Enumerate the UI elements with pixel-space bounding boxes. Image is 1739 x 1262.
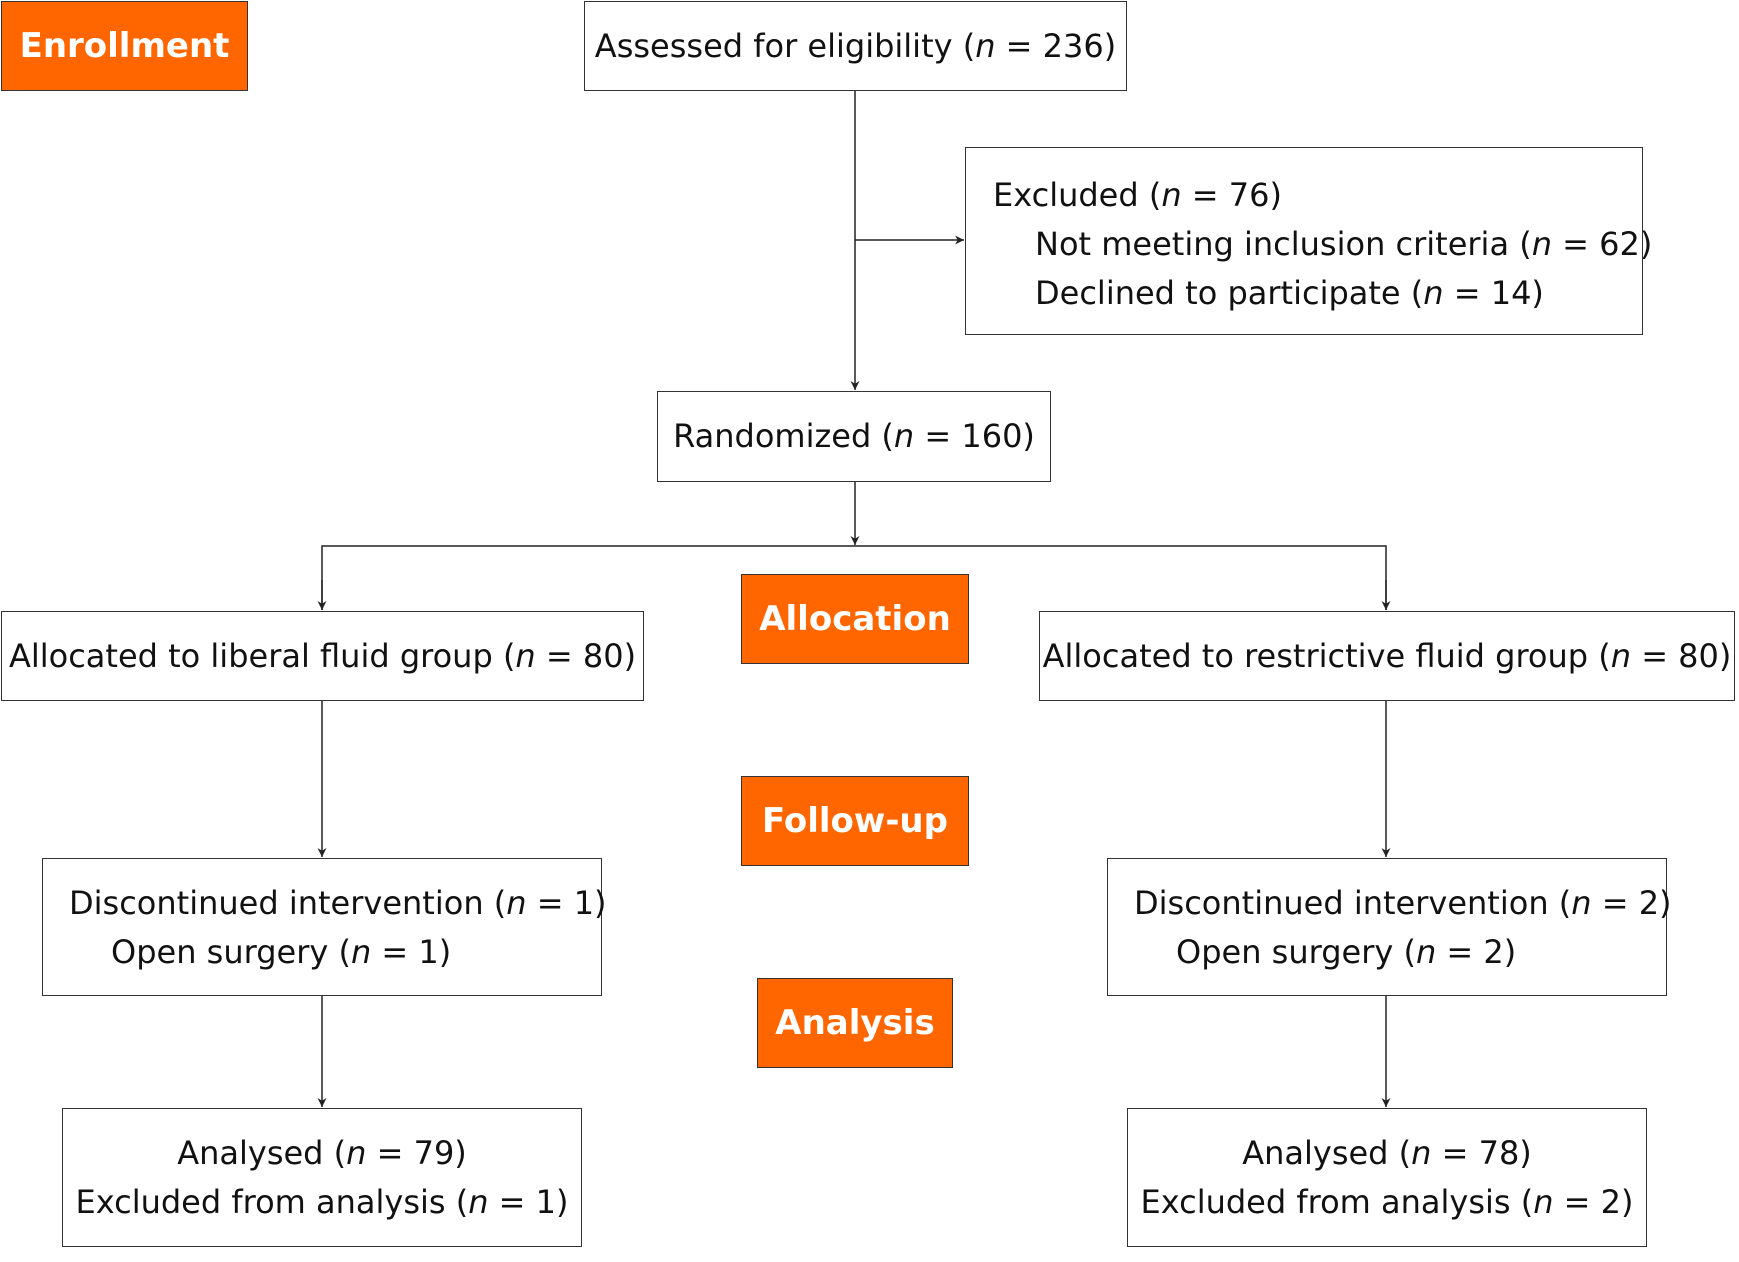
restrictive-excluded-analysis-text: Excluded from analysis (n = 2)	[1140, 1182, 1634, 1221]
liberal-open-surgery-text: Open surgery (n = 1)	[111, 933, 452, 971]
liberal-discontinued-box: Discontinued intervention (n = 1) Open s…	[42, 858, 607, 996]
stage-analysis: Analysis	[757, 978, 953, 1068]
stage-follow-up: Follow-up	[741, 776, 969, 866]
randomized-box: Randomized (n = 160)	[657, 391, 1051, 482]
liberal-excluded-analysis-text: Excluded from analysis (n = 1)	[75, 1182, 569, 1221]
liberal-discontinued-text: Discontinued intervention (n = 1)	[69, 884, 607, 922]
restrictive-analysed-box: Analysed (n = 78) Excluded from analysis…	[1127, 1108, 1647, 1247]
restrictive-discontinued-box: Discontinued intervention (n = 2) Open s…	[1107, 858, 1672, 996]
excluded-box: Excluded (n = 76) Not meeting inclusion …	[965, 147, 1653, 335]
assessed-text: Assessed for eligibility (n = 236)	[594, 26, 1117, 65]
restrictive-discontinued-text: Discontinued intervention (n = 2)	[1134, 884, 1672, 922]
liberal-analysed-box: Analysed (n = 79) Excluded from analysis…	[62, 1108, 582, 1247]
liberal-analysed-text: Analysed (n = 79)	[177, 1133, 467, 1172]
liberal-allocated-box: Allocated to liberal fluid group (n = 80…	[1, 611, 644, 701]
stage-enrollment: Enrollment	[1, 1, 248, 91]
restrictive-allocated-box: Allocated to restrictive fluid group (n …	[1039, 611, 1735, 701]
stage-allocation: Allocation	[741, 574, 969, 664]
restrictive-allocated-text: Allocated to restrictive fluid group (n …	[1042, 636, 1732, 675]
restrictive-open-surgery-text: Open surgery (n = 2)	[1176, 933, 1517, 971]
excluded-declined: Declined to participate (n = 14)	[1035, 274, 1544, 312]
restrictive-analysed-text: Analysed (n = 78)	[1242, 1133, 1532, 1172]
excluded-title: Excluded (n = 76)	[993, 176, 1282, 214]
assessed-box: Assessed for eligibility (n = 236)	[584, 1, 1127, 91]
liberal-allocated-text: Allocated to liberal fluid group (n = 80…	[8, 636, 637, 675]
randomized-text: Randomized (n = 160)	[673, 417, 1035, 455]
split-line	[321, 545, 1387, 610]
excluded-inclusion: Not meeting inclusion criteria (n = 62)	[1035, 225, 1653, 263]
